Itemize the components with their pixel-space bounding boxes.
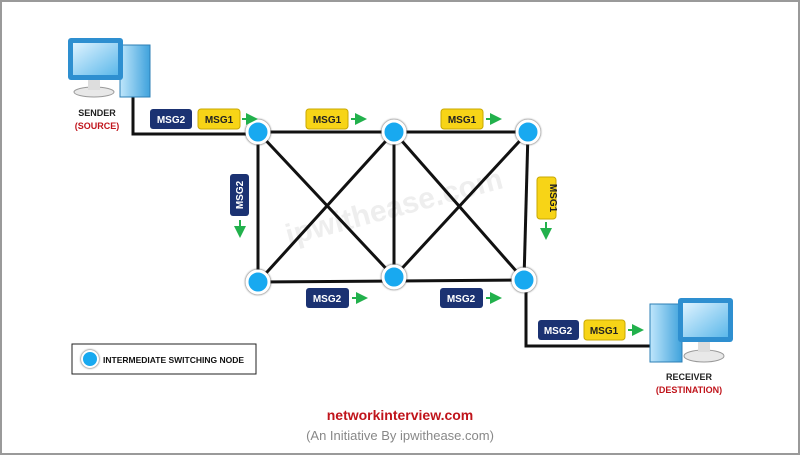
msg1-label: MSG1 [583, 319, 626, 341]
svg-text:MSG1: MSG1 [448, 115, 477, 126]
msg2-label: MSG2 [538, 320, 579, 340]
node [381, 119, 407, 145]
svg-text:MSG1: MSG1 [547, 184, 558, 213]
svg-text:MSG2: MSG2 [447, 294, 476, 305]
svg-text:MSG1: MSG1 [590, 326, 619, 337]
receiver-title: RECEIVER [666, 372, 713, 382]
msg1-label: MSG1 [305, 108, 349, 130]
svg-text:MSG2: MSG2 [235, 180, 246, 209]
msg2-label: MSG2 [306, 288, 349, 308]
legend: INTERMEDIATE SWITCHING NODE [71, 343, 257, 375]
footer-site: networkinterview.com [327, 407, 474, 423]
node [245, 269, 271, 295]
sender-computer-icon [68, 38, 151, 98]
node [381, 264, 407, 290]
node [511, 267, 537, 293]
svg-text:MSG2: MSG2 [313, 294, 342, 305]
receiver-subtitle: (DESTINATION) [656, 385, 722, 395]
svg-text:MSG2: MSG2 [544, 326, 573, 337]
svg-text:MSG1: MSG1 [205, 115, 234, 126]
msg1-label: MSG1 [197, 108, 241, 130]
msg2-label: MSG2 [150, 109, 192, 129]
node-legend-icon [81, 350, 99, 368]
node [515, 119, 541, 145]
msg2-label: MSG2 [230, 174, 249, 216]
switching-nodes [245, 119, 541, 295]
sender-title: SENDER [78, 108, 116, 118]
svg-text:MSG1: MSG1 [313, 115, 342, 126]
msg1-label: MSG1 [536, 176, 558, 220]
msg1-label: MSG1 [440, 108, 484, 130]
node [245, 119, 271, 145]
msg2-label: MSG2 [440, 288, 483, 308]
receiver-computer-icon [649, 298, 733, 363]
svg-text:MSG2: MSG2 [157, 115, 186, 126]
footer-tagline: (An Initiative By ipwithease.com) [306, 428, 494, 443]
legend-label: INTERMEDIATE SWITCHING NODE [103, 355, 244, 365]
sender-subtitle: (SOURCE) [75, 121, 120, 131]
